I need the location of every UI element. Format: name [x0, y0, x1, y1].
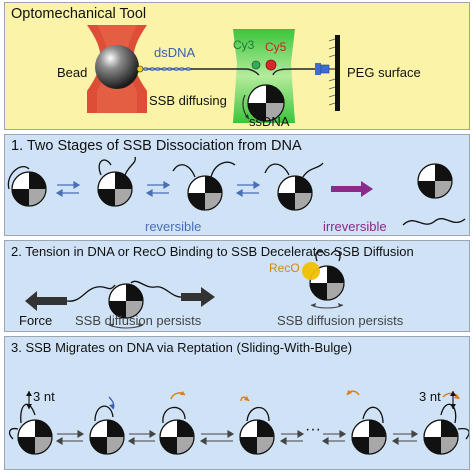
- reversible-label: reversible: [145, 219, 202, 234]
- reptation-step-4: [239, 406, 275, 455]
- free-ssdna: [402, 218, 466, 226]
- reptation-panel: 3. SSB Migrates on DNA via Reptation (Sl…: [4, 336, 470, 470]
- bead-label: Bead: [57, 65, 88, 80]
- ssb-diffusing-label: SSB diffusing: [149, 93, 227, 108]
- persists-label-left: SSB diffusion persists: [75, 313, 202, 328]
- ssb-under-tension: [108, 283, 144, 319]
- ellipsis: ···: [305, 421, 321, 438]
- ssb-protein: [247, 84, 285, 122]
- peg-surface-label: PEG surface: [347, 65, 421, 80]
- force-arrow-right: [181, 287, 215, 307]
- reptation-step-6: [423, 403, 459, 455]
- panel-title: 2. Tension in DNA or RecO Binding to SSB…: [11, 244, 414, 259]
- reco-protein: [302, 262, 320, 280]
- dsdna-label: dsDNA: [154, 45, 196, 60]
- ssb-state-4: [264, 162, 324, 211]
- ssb-state-1: [7, 166, 47, 207]
- ssb-state-3: [172, 161, 236, 211]
- three-nt-label-right: 3 nt: [419, 389, 441, 404]
- panel-title: 3. SSB Migrates on DNA via Reptation (Sl…: [11, 340, 353, 355]
- tension-diagram: [25, 250, 345, 329]
- bead: [95, 45, 139, 89]
- force-arrow-left: [25, 291, 67, 311]
- reco-label: RecO: [269, 261, 300, 275]
- ssdna-strand: [191, 68, 260, 76]
- dsdna-helix: [142, 67, 192, 71]
- panel-title: Optomechanical Tool: [11, 6, 147, 22]
- panel-title: 1. Two Stages of SSB Dissociation from D…: [11, 138, 302, 154]
- optomechanical-diagram: [87, 25, 340, 123]
- peg-surface: [335, 35, 340, 111]
- irreversible-label: irreversible: [323, 219, 387, 234]
- reptation-step-3: [159, 406, 195, 455]
- cy5-dye: [265, 59, 277, 71]
- ssb-state-2: [97, 156, 136, 207]
- persists-label-right: SSB diffusion persists: [277, 313, 404, 328]
- cy3-label: Cy3: [233, 38, 255, 52]
- reptation-step-1: [17, 403, 53, 455]
- cy3-dye: [251, 60, 261, 70]
- cy5-label: Cy5: [265, 40, 287, 54]
- force-label: Force: [19, 313, 53, 328]
- reptation-diagram: [8, 390, 469, 455]
- optomechanical-tool-panel: Optomechanical Tool: [4, 2, 470, 130]
- reptation-step-5: [351, 406, 387, 455]
- dissociation-diagram: [7, 156, 466, 226]
- irreversible-arrow: [331, 181, 373, 197]
- tension-panel: 2. Tension in DNA or RecO Binding to SSB…: [4, 240, 470, 332]
- reptation-step-2: [89, 405, 125, 455]
- dissociation-panel: 1. Two Stages of SSB Dissociation from D…: [4, 134, 470, 236]
- ssdna-label: ssDNA: [249, 114, 290, 129]
- three-nt-label-left: 3 nt: [33, 389, 55, 404]
- ssb-released: [417, 163, 453, 199]
